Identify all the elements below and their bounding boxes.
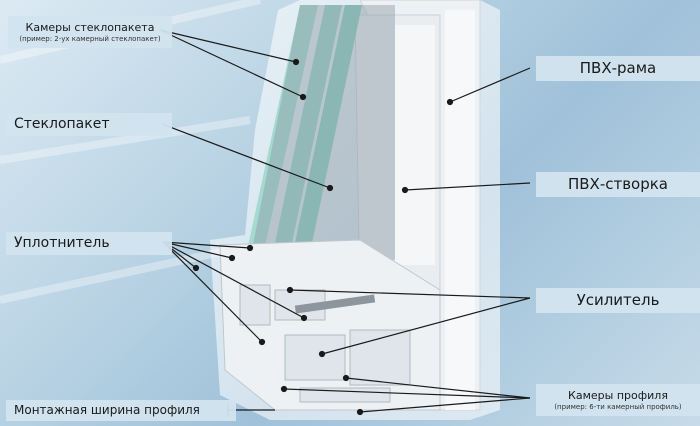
label-reinforcement-text: Усилитель	[576, 291, 660, 309]
profile-chambers-shape	[239, 284, 411, 403]
label-profile-chambers-title: Камеры профиля	[568, 389, 668, 402]
label-pvc-frame: ПВХ-рама	[536, 56, 700, 81]
label-seal-text: Уплотнитель	[14, 235, 110, 251]
label-glass-unit: Стеклопакет	[6, 113, 172, 137]
label-pvc-frame-text: ПВХ-рама	[579, 59, 657, 77]
label-pvc-sash-text: ПВХ-створка	[567, 175, 669, 193]
sash-face	[395, 25, 435, 265]
pvc-frame-face	[445, 10, 475, 410]
label-glass-chambers-title: Камеры стеклопакета	[25, 21, 155, 34]
label-install-width: Монтажная ширина профиля	[6, 400, 236, 422]
label-glass-unit-text: Стеклопакет	[14, 116, 110, 132]
label-pvc-sash: ПВХ-створка	[536, 172, 700, 197]
label-profile-chambers: Камеры профиля (пример: 6-ти камерный пр…	[536, 384, 700, 417]
glass-pane-3	[291, 5, 362, 262]
glass-pane-1	[245, 5, 318, 260]
label-glass-chambers: Камеры стеклопакета (пример: 2-ух камерн…	[8, 16, 172, 49]
glass-gray-fill	[250, 5, 395, 260]
glass-pane-2	[271, 5, 342, 262]
label-reinforcement: Усилитель	[536, 288, 700, 313]
label-seal: Уплотнитель	[6, 232, 172, 256]
label-install-width-text: Монтажная ширина профиля	[14, 403, 200, 417]
label-glass-chambers-subtitle: (пример: 2-ух камерный стеклопакет)	[19, 35, 161, 44]
reinforcement-bar	[294, 294, 376, 314]
label-profile-chambers-subtitle: (пример: 6-ти камерный профиль)	[554, 403, 682, 412]
